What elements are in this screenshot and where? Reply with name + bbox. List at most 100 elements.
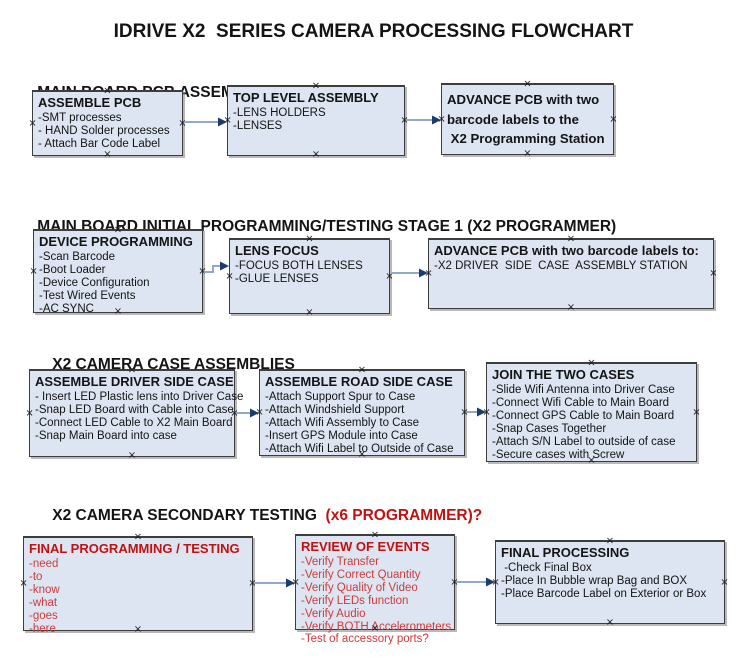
connection-handle-left[interactable]: ×: [223, 115, 232, 126]
box-item: -Attach Windshield Support: [265, 403, 405, 416]
box-assemble-pcb[interactable]: ASSEMBLE PCB -SMT processes- HAND Solder…: [28, 85, 187, 160]
connection-handle-left[interactable]: ×: [25, 407, 34, 419]
box-item: - Insert LED Plastic lens into Driver Ca…: [35, 391, 244, 403]
box-item: -Verify Quality of Video: [301, 581, 418, 594]
box-final-processing[interactable]: FINAL PROCESSING -Check Final Box-Place …: [491, 535, 729, 628]
box-item: - HAND Solder processes: [38, 124, 170, 137]
connection-handle-top[interactable]: ×: [127, 364, 137, 376]
box-assemble-road-side-case[interactable]: ASSEMBLE ROAD SIDE CASE -Attach Support …: [255, 364, 469, 460]
box-items: -FOCUS BOTH LENSES-GLUE LENSES: [235, 260, 384, 286]
box-title: TOP LEVEL ASSEMBLY: [233, 90, 379, 105]
box-title: FINAL PROCESSING: [501, 545, 630, 560]
connection-handle-top[interactable]: ×: [113, 224, 123, 236]
connection-handle-right[interactable]: ×: [198, 265, 207, 277]
connection-handle-left[interactable]: ×: [28, 117, 37, 129]
box-item: -know: [29, 583, 60, 596]
connection-handle-bottom[interactable]: ×: [605, 617, 615, 628]
connection-handle-bottom[interactable]: ×: [566, 302, 576, 313]
connection-handle-left[interactable]: ×: [225, 270, 234, 282]
box-title: REVIEW OF EVENTS: [301, 539, 430, 554]
box-item: -Scan Barcode: [39, 251, 116, 263]
connection-handle-right[interactable]: ×: [720, 576, 729, 588]
connection-handle-left[interactable]: ×: [19, 578, 28, 589]
connection-handle-right[interactable]: ×: [385, 270, 394, 282]
page-title: IDRIVE X2 SERIES CAMERA PROCESSING FLOWC…: [113, 21, 634, 42]
connection-handle-right[interactable]: ×: [460, 407, 469, 418]
box-item: -Test Wired Events: [39, 289, 136, 302]
connection-handle-bottom[interactable]: ×: [370, 623, 380, 634]
box-item: -Connect LED Cable to X2 Main Board: [35, 416, 233, 429]
connection-handle-top[interactable]: ×: [605, 535, 615, 547]
connection-handle-right[interactable]: ×: [400, 115, 409, 126]
box-item: -Insert GPS Module into Case: [265, 429, 418, 442]
box-item: -FOCUS BOTH LENSES: [235, 260, 363, 272]
connection-handle-bottom[interactable]: ×: [127, 450, 137, 461]
box-top-level-assembly[interactable]: TOP LEVEL ASSEMBLY -LENS HOLDERS-LENSES …: [223, 80, 409, 160]
connection-handle-left[interactable]: ×: [482, 406, 491, 418]
box-final-programming-testing[interactable]: FINAL PROGRAMMING / TESTING -need-to-kno…: [19, 531, 257, 635]
connection-handle-left[interactable]: ×: [437, 113, 446, 125]
connection-handle-top[interactable]: ×: [311, 80, 321, 92]
flow-arrow: [391, 268, 428, 278]
connection-handle-left[interactable]: ×: [424, 268, 433, 279]
connection-handle-bottom[interactable]: ×: [311, 149, 321, 160]
connection-handle-bottom[interactable]: ×: [133, 624, 143, 635]
box-item: -Place In Bubble wrap Bag and BOX: [501, 574, 688, 587]
connection-handle-bottom[interactable]: ×: [305, 307, 314, 318]
box-item: -SMT processes: [38, 112, 122, 124]
box-lens-focus[interactable]: LENS FOCUS -FOCUS BOTH LENSES-GLUE LENSE…: [225, 233, 394, 318]
connection-handle-top[interactable]: ×: [133, 531, 143, 543]
connection-handle-left[interactable]: ×: [29, 265, 38, 277]
connection-handle-bottom[interactable]: ×: [113, 306, 123, 317]
box-items: -need-to-know-what-goes-here: [29, 558, 247, 635]
connection-handle-top[interactable]: ×: [103, 85, 112, 97]
connection-handle-top[interactable]: ×: [566, 233, 576, 245]
box-item: -Snap Cases Together: [492, 422, 607, 435]
connection-handle-bottom[interactable]: ×: [523, 148, 532, 159]
connection-handle-left[interactable]: ×: [255, 407, 264, 418]
box-item: -Attach S/N Label to outside of case: [492, 435, 676, 448]
box-assemble-driver-side-case[interactable]: ASSEMBLE DRIVER SIDE CASE - Insert LED P…: [25, 364, 244, 461]
connection-handle-right[interactable]: ×: [450, 576, 459, 588]
box-items: -Scan Barcode-Boot Loader-Device Configu…: [39, 251, 197, 316]
box-title: DEVICE PROGRAMMING: [39, 234, 193, 249]
box-item: barcode labels to the: [447, 111, 579, 127]
flow-arrow: [456, 577, 495, 587]
box-items: -SMT processes- HAND Solder processes- A…: [38, 112, 177, 151]
box-title: FINAL PROGRAMMING / TESTING: [29, 541, 240, 556]
connection-handle-right[interactable]: ×: [709, 268, 718, 279]
connection-handle-right[interactable]: ×: [692, 406, 701, 418]
box-item: -Test of accessory ports?: [301, 633, 429, 646]
box-item: -Device Configuration: [39, 276, 150, 289]
connection-handle-right[interactable]: ×: [609, 113, 618, 125]
box-item: -Verify LEDs function: [301, 594, 409, 607]
box-items: -Attach Support Spur to Case-Attach Wind…: [265, 391, 459, 456]
box-join-the-two-cases[interactable]: JOIN THE TWO CASES -Slide Wifi Antenna i…: [482, 357, 701, 466]
box-device-programming[interactable]: DEVICE PROGRAMMING -Scan Barcode-Boot Lo…: [29, 224, 207, 317]
connection-handle-top[interactable]: ×: [357, 364, 367, 376]
box-item: -Attach Support Spur to Case: [265, 391, 416, 403]
connection-handle-top[interactable]: ×: [587, 357, 596, 369]
section-heading-text: X2 CAMERA SECONDARY TESTING: [52, 507, 326, 524]
connection-handle-left[interactable]: ×: [291, 576, 300, 588]
box-item: -Place Barcode Label on Exterior or Box: [501, 587, 707, 600]
connection-handle-bottom[interactable]: ×: [357, 449, 367, 460]
connection-handle-right[interactable]: ×: [248, 578, 257, 589]
connection-handle-left[interactable]: ×: [491, 576, 500, 588]
box-item: -Attach Wifi Assembly to Case: [265, 416, 420, 429]
box-item: -to: [29, 570, 43, 583]
box-review-of-events[interactable]: REVIEW OF EVENTS -Verify Transfer-Verify…: [291, 529, 459, 645]
connection-handle-bottom[interactable]: ×: [587, 455, 596, 466]
connection-handle-top[interactable]: ×: [523, 78, 532, 90]
box-item: - Attach Bar Code Label: [38, 137, 161, 150]
connection-handle-top[interactable]: ×: [305, 233, 314, 245]
connection-handle-top[interactable]: ×: [370, 529, 380, 541]
connection-handle-right[interactable]: ×: [178, 117, 187, 129]
box-item: -LENSES: [233, 119, 283, 132]
connection-handle-right[interactable]: ×: [230, 407, 239, 419]
connection-handle-bottom[interactable]: ×: [103, 149, 112, 160]
box-title: LENS FOCUS: [235, 243, 319, 258]
box-advance-pcb-driver-side[interactable]: ADVANCE PCB with two barcode labels to: …: [424, 233, 718, 313]
box-item: -Connect GPS Cable to Main Board: [492, 409, 675, 422]
